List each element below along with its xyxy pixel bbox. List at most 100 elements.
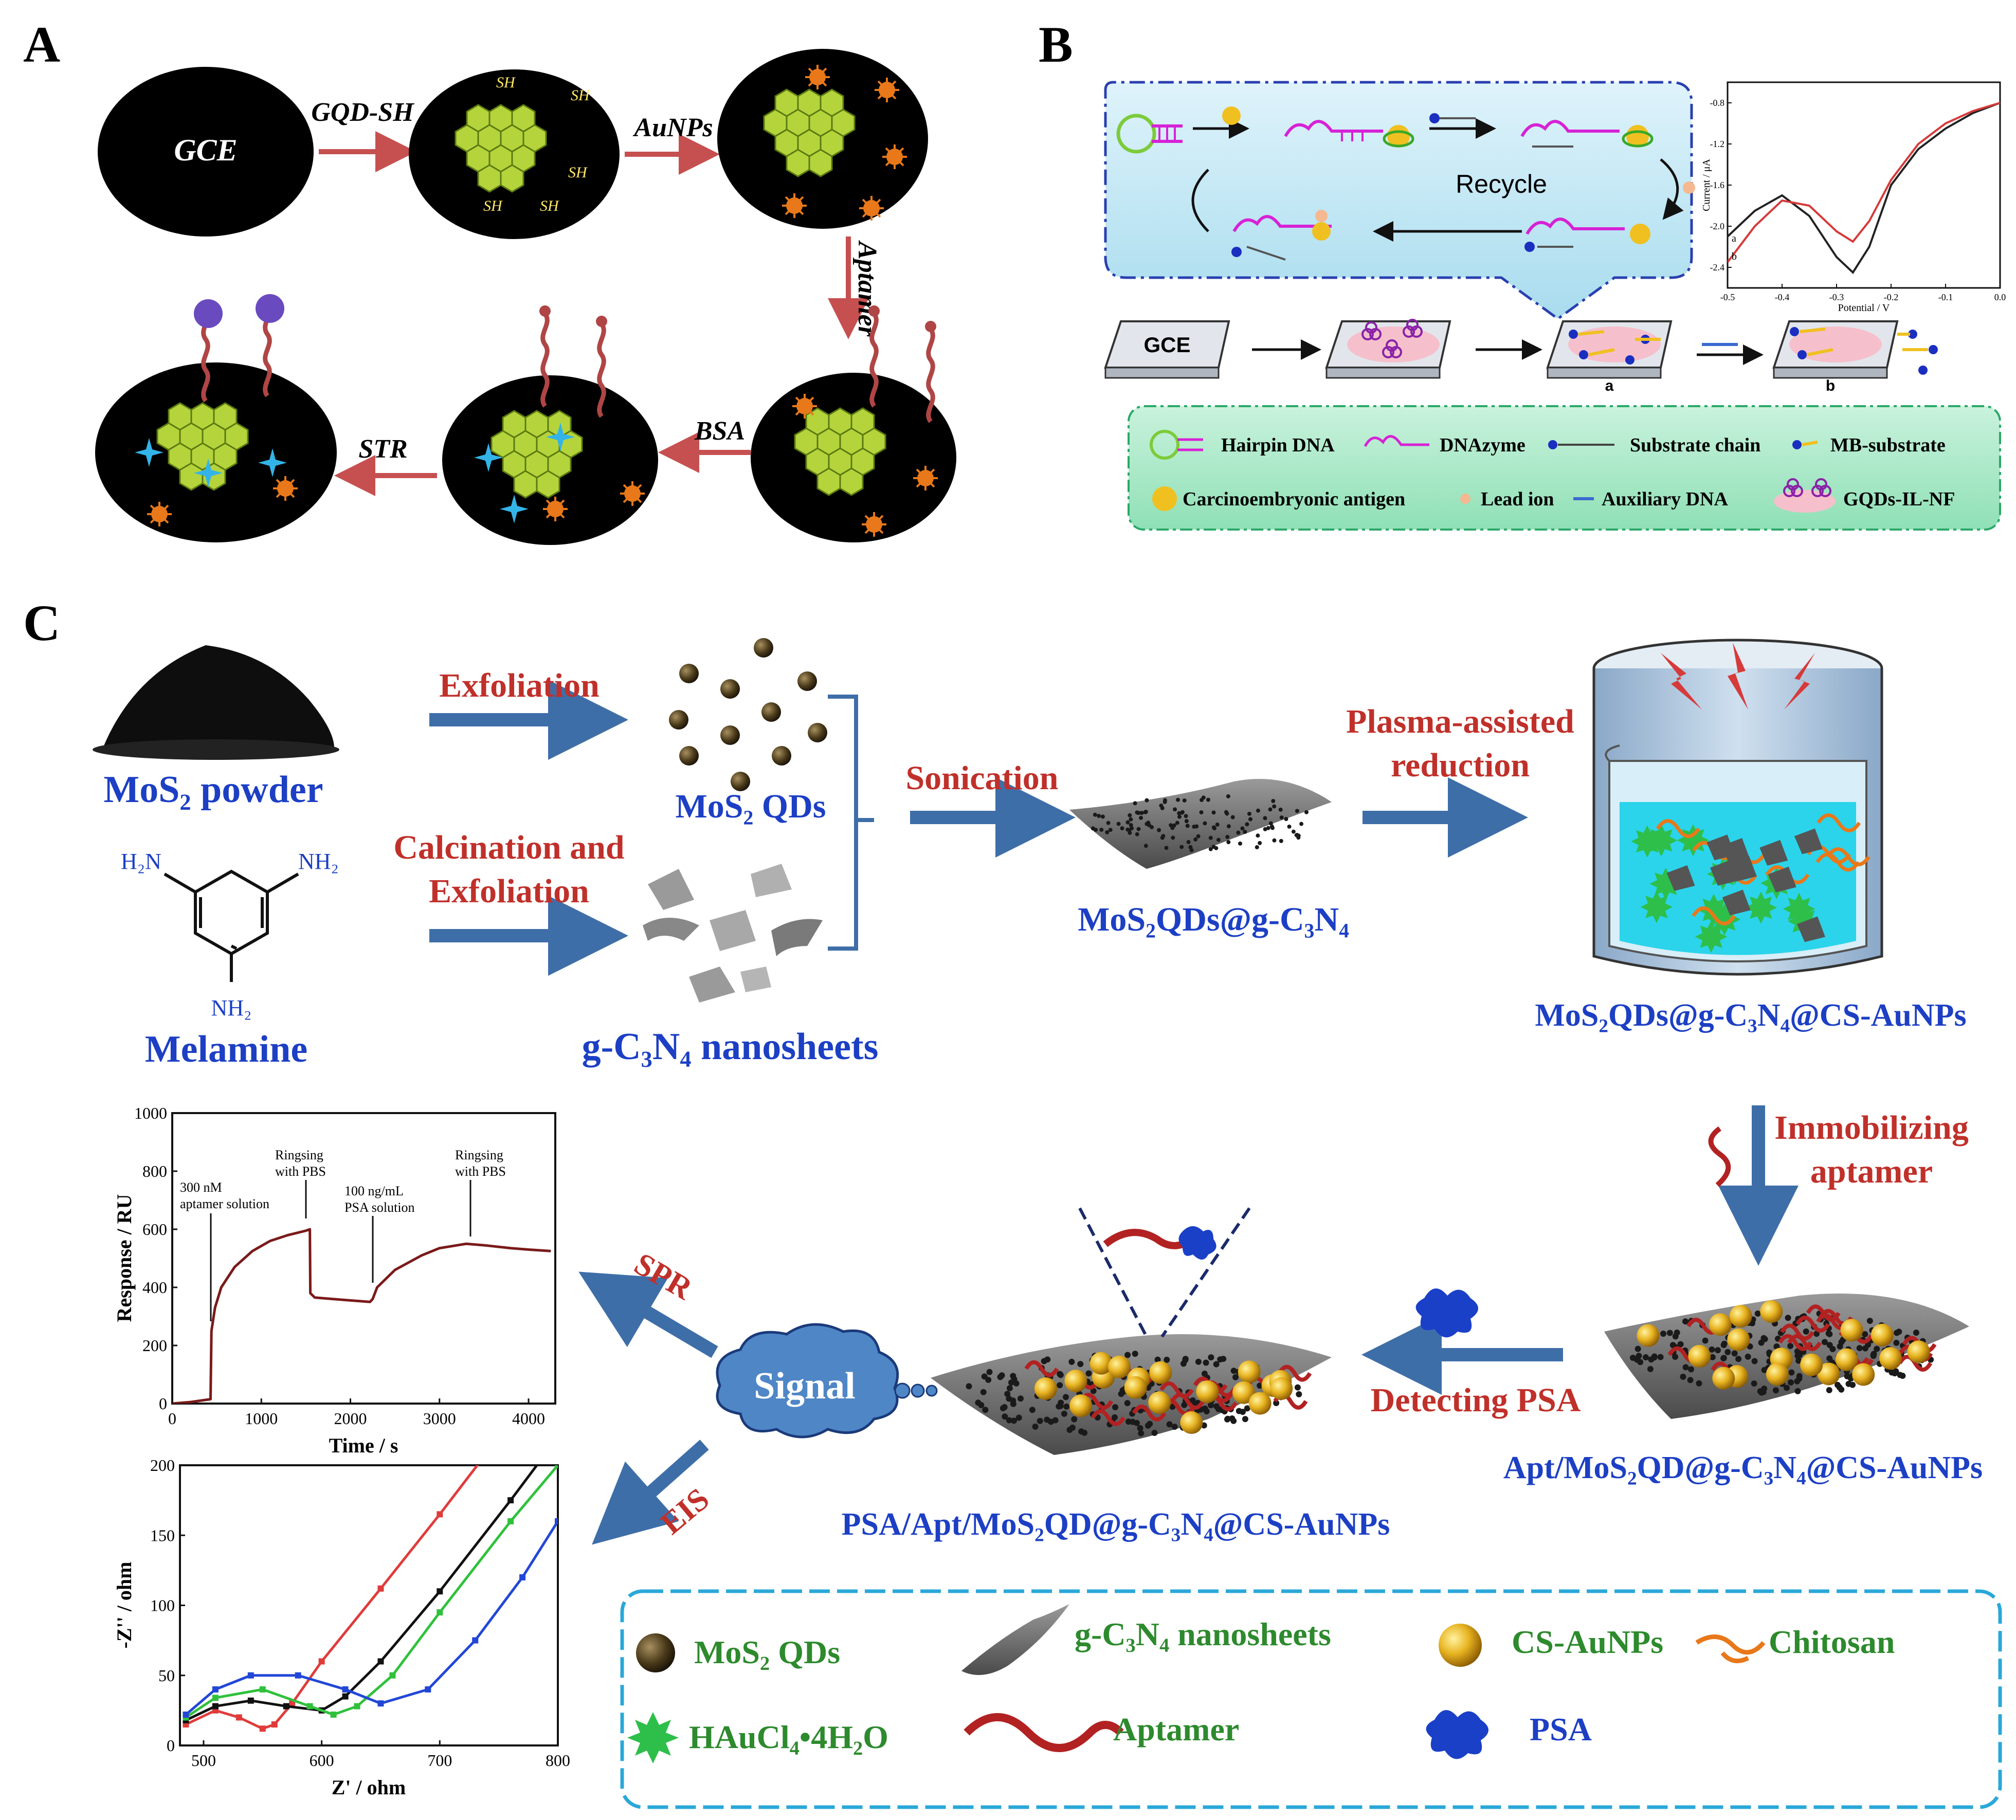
svg-text:a: a bbox=[1605, 377, 1614, 394]
cv-x-tick-label: -0.2 bbox=[1884, 292, 1899, 302]
cv-series-line bbox=[1728, 102, 2000, 275]
recycle-bubble bbox=[1104, 81, 1693, 321]
electrode-bsa bbox=[442, 305, 658, 545]
immobilizing-label-2: aptamer bbox=[1810, 1153, 1933, 1190]
cv-label-a: a bbox=[1732, 233, 1736, 244]
electrode-chip-gce: GCE bbox=[1104, 320, 1230, 379]
dnazyme-4 bbox=[1524, 217, 1650, 252]
series-line bbox=[172, 1228, 551, 1404]
cv-inset-lines bbox=[1728, 102, 2000, 275]
y-tick-label: 200 bbox=[150, 1456, 175, 1475]
cv-x-tick-label: 0.0 bbox=[1994, 292, 2006, 302]
g-c3n4-image bbox=[643, 864, 823, 1003]
x-tick-label: 1000 bbox=[245, 1409, 278, 1428]
panel-c-label: C bbox=[23, 594, 60, 651]
legend-dnazyme: DNAzyme bbox=[1440, 434, 1525, 456]
panel-b-legend bbox=[1128, 405, 2001, 531]
data-point bbox=[519, 1574, 526, 1580]
data-point bbox=[235, 1714, 242, 1721]
electrode-chip-b: b bbox=[1772, 320, 1938, 394]
data-point bbox=[259, 1725, 266, 1732]
legend-psa: PSA bbox=[1530, 1711, 1592, 1748]
spr-label: SPR bbox=[628, 1246, 698, 1307]
plasma-sparks bbox=[1661, 643, 1815, 709]
x-tick-label: 3000 bbox=[423, 1409, 456, 1428]
g-c3n4-label: g-C₃N₄ nanosheets bbox=[582, 1026, 879, 1068]
data-point bbox=[330, 1712, 337, 1718]
data-point bbox=[212, 1695, 219, 1701]
spr-annot-2: aptamer solution bbox=[180, 1196, 269, 1211]
legend-aptamer: Aptamer bbox=[1113, 1711, 1239, 1748]
x-tick-label: 0 bbox=[168, 1409, 176, 1428]
cv-y-tick-label: -1.6 bbox=[1710, 180, 1725, 190]
plasma-label-1: Plasma-assisted bbox=[1346, 703, 1574, 740]
mos2-qds-label: MoS₂ QDs bbox=[676, 788, 826, 825]
spr-ylabel: Response / RU bbox=[113, 1194, 136, 1322]
electrode-str bbox=[95, 294, 337, 542]
calcination-label-2: Exfoliation bbox=[429, 872, 589, 910]
legend-mos2-qds: MoS₂ QDs bbox=[694, 1634, 840, 1670]
x-tick-label: 4000 bbox=[512, 1409, 545, 1428]
legend-mb-substrate: MB-substrate bbox=[1830, 434, 1946, 456]
data-point bbox=[437, 1609, 443, 1616]
data-point bbox=[507, 1497, 514, 1504]
panel-c-legend bbox=[620, 1589, 2002, 1809]
cv-y-tick-label: -1.2 bbox=[1710, 139, 1725, 149]
cv-x-tick-label: -0.1 bbox=[1938, 292, 1953, 302]
data-point bbox=[377, 1658, 384, 1665]
cv-y-tick-label: -2.4 bbox=[1710, 262, 1725, 272]
detecting-psa-label: Detecting PSA bbox=[1371, 1381, 1581, 1419]
data-point bbox=[437, 1588, 443, 1595]
cv-label-b: b bbox=[1732, 251, 1737, 262]
data-point bbox=[283, 1703, 289, 1709]
composite-label: MoS₂QDs@g-C₃N₄@CS-AuNPs bbox=[1535, 998, 1966, 1033]
legend-b-items: Hairpin DNA DNAzyme Substrate chain MB-s… bbox=[1150, 430, 1955, 513]
psa-icon bbox=[1415, 1288, 1478, 1338]
data-point bbox=[472, 1637, 479, 1644]
data-point bbox=[555, 1465, 558, 1468]
svg-text:SH: SH bbox=[496, 74, 516, 91]
panel-c: C MoS₂ powder H₂N NH₂ NH₂ Melamine Exfol… bbox=[23, 594, 2002, 1809]
step-gqd-sh: GQD-SH bbox=[311, 98, 414, 127]
y-tick-label: 0 bbox=[167, 1736, 175, 1755]
svg-text:SH: SH bbox=[540, 197, 560, 214]
exfoliation-label: Exfoliation bbox=[439, 667, 600, 704]
signal-cloud: Signal bbox=[716, 1323, 938, 1439]
spr-annot-5: 100 ng/mL bbox=[344, 1184, 404, 1198]
legend-gqds-il-nf: GQDs-IL-NF bbox=[1843, 488, 1955, 510]
melamine-label: Melamine bbox=[145, 1028, 307, 1070]
sonication-label: Sonication bbox=[905, 759, 1058, 797]
mos2-powder-image bbox=[93, 645, 339, 760]
melamine-h2n: H₂N bbox=[121, 849, 161, 874]
legend-auxiliary-dna: Auxiliary DNA bbox=[1602, 488, 1729, 510]
legend-lead-ion: Lead ion bbox=[1481, 488, 1554, 510]
beaker-contents bbox=[1631, 813, 1870, 953]
electrode-aunps bbox=[717, 49, 928, 229]
electrode-chip-a: a bbox=[1546, 320, 1673, 394]
electrode-chip-gqds bbox=[1325, 319, 1451, 379]
legend-c-items: MoS₂ QDs g-C₃N₄ nanosheets CS-AuNPs Chit… bbox=[627, 1604, 1895, 1763]
cv-x-tick-label: -0.5 bbox=[1720, 292, 1735, 302]
data-point bbox=[183, 1712, 189, 1718]
x-tick-label: 2000 bbox=[334, 1409, 367, 1428]
y-tick-label: 1000 bbox=[134, 1104, 167, 1122]
mos2qds-gc3n4-label: MoS₂QDs@g-C₃N₄ bbox=[1078, 901, 1349, 938]
cv-series-line bbox=[1728, 102, 2000, 263]
panel-a: A GCE GQD-SH SH SH SH SH SH AuNPs Aptame… bbox=[23, 16, 956, 545]
data-point bbox=[354, 1703, 360, 1709]
dnazyme-3 bbox=[1231, 210, 1332, 261]
legend-chitosan: Chitosan bbox=[1769, 1624, 1895, 1660]
spr-chart-frame bbox=[171, 1112, 556, 1405]
data-point bbox=[306, 1703, 313, 1709]
data-point bbox=[212, 1703, 219, 1709]
x-tick-label: 700 bbox=[427, 1751, 452, 1770]
data-point bbox=[342, 1693, 349, 1700]
hairpin-dna bbox=[1116, 114, 1183, 154]
y-tick-label: 400 bbox=[142, 1278, 167, 1297]
